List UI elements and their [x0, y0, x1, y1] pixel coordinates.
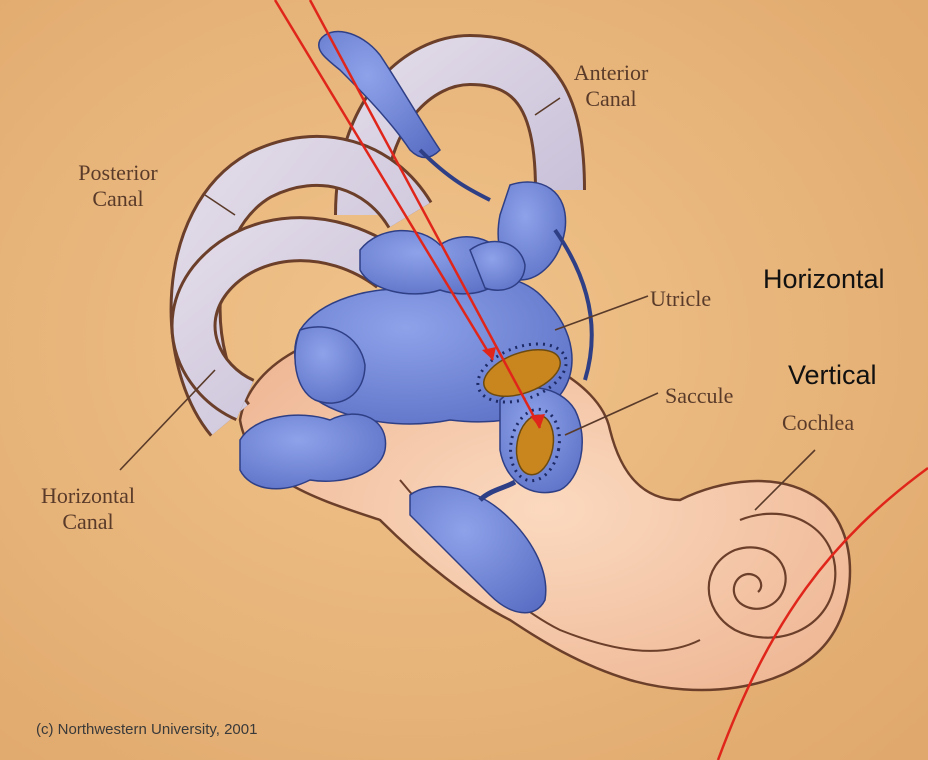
horizontal-annotation: Horizontal	[763, 264, 885, 294]
cochlea-label: Cochlea	[782, 410, 855, 435]
cochlea-spiral	[707, 512, 837, 639]
semicircular-canals	[169, 33, 586, 437]
leader-lines	[119, 97, 816, 511]
horizontal-canal-label: Horizontal Canal	[40, 483, 136, 534]
vertical-annotation: Vertical	[788, 360, 877, 390]
anterior-canal-label: Anterior Canal	[573, 60, 649, 111]
copyright-notice: (c) Northwestern University, 2001	[36, 721, 258, 738]
saccule-label: Saccule	[665, 383, 734, 408]
posterior-canal-label: Posterior Canal	[78, 160, 158, 211]
red-annotation-arrows	[273, 0, 928, 760]
utricle-label: Utricle	[650, 286, 712, 311]
